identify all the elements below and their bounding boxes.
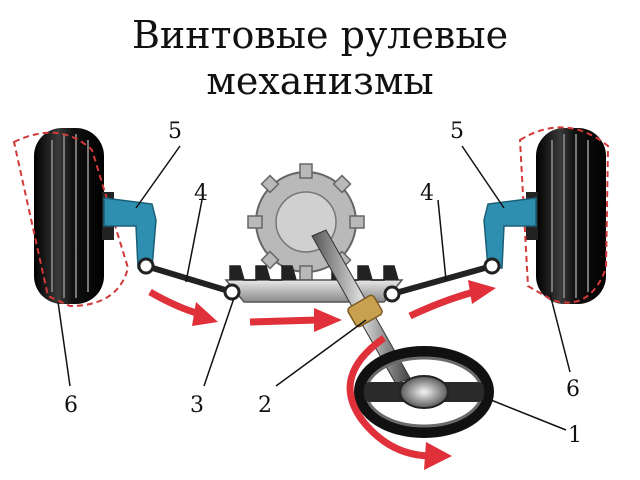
pinion-gear bbox=[247, 163, 365, 281]
title-line-2: механизмы bbox=[206, 59, 434, 103]
label-steering-arm-right: 5 bbox=[450, 119, 464, 144]
arrow-rack-right-head bbox=[314, 308, 342, 332]
arrow-rack-right bbox=[249, 316, 319, 326]
label-tie-rod-right: 4 bbox=[420, 181, 434, 206]
arrow-left-lower bbox=[148, 288, 201, 318]
motion-arrows bbox=[148, 280, 496, 470]
wheel-right-turned-outline bbox=[518, 126, 610, 304]
label-steering-arm-left: 5 bbox=[168, 119, 182, 144]
label-rack: 3 bbox=[190, 393, 204, 418]
arrow-left-lower-head bbox=[192, 302, 218, 326]
tie-rod-right bbox=[389, 263, 495, 297]
label-steering-wheel: 1 bbox=[568, 423, 582, 448]
label-tie-rod-left: 4 bbox=[194, 181, 208, 206]
tie-rod-left bbox=[143, 263, 235, 295]
label-wheel-left: 6 bbox=[64, 393, 78, 418]
arrow-steering-rotation bbox=[346, 335, 433, 460]
arrow-steering-rotation-head bbox=[424, 442, 452, 470]
page-title: Винтовые рулевые механизмы bbox=[0, 12, 640, 104]
label-steering-shaft: 2 bbox=[258, 393, 272, 418]
wheel-left bbox=[34, 128, 114, 304]
steering-wheel bbox=[354, 346, 494, 438]
arrow-right-upper-head bbox=[468, 280, 496, 304]
wheel-left-turned-outline bbox=[12, 131, 130, 308]
title-line-1: Винтовые рулевые bbox=[131, 13, 509, 57]
joints bbox=[137, 257, 501, 303]
arrow-right-upper bbox=[408, 288, 475, 320]
leader-lines bbox=[57, 145, 571, 431]
wheel-right bbox=[526, 128, 606, 304]
label-wheel-right: 6 bbox=[566, 377, 580, 402]
